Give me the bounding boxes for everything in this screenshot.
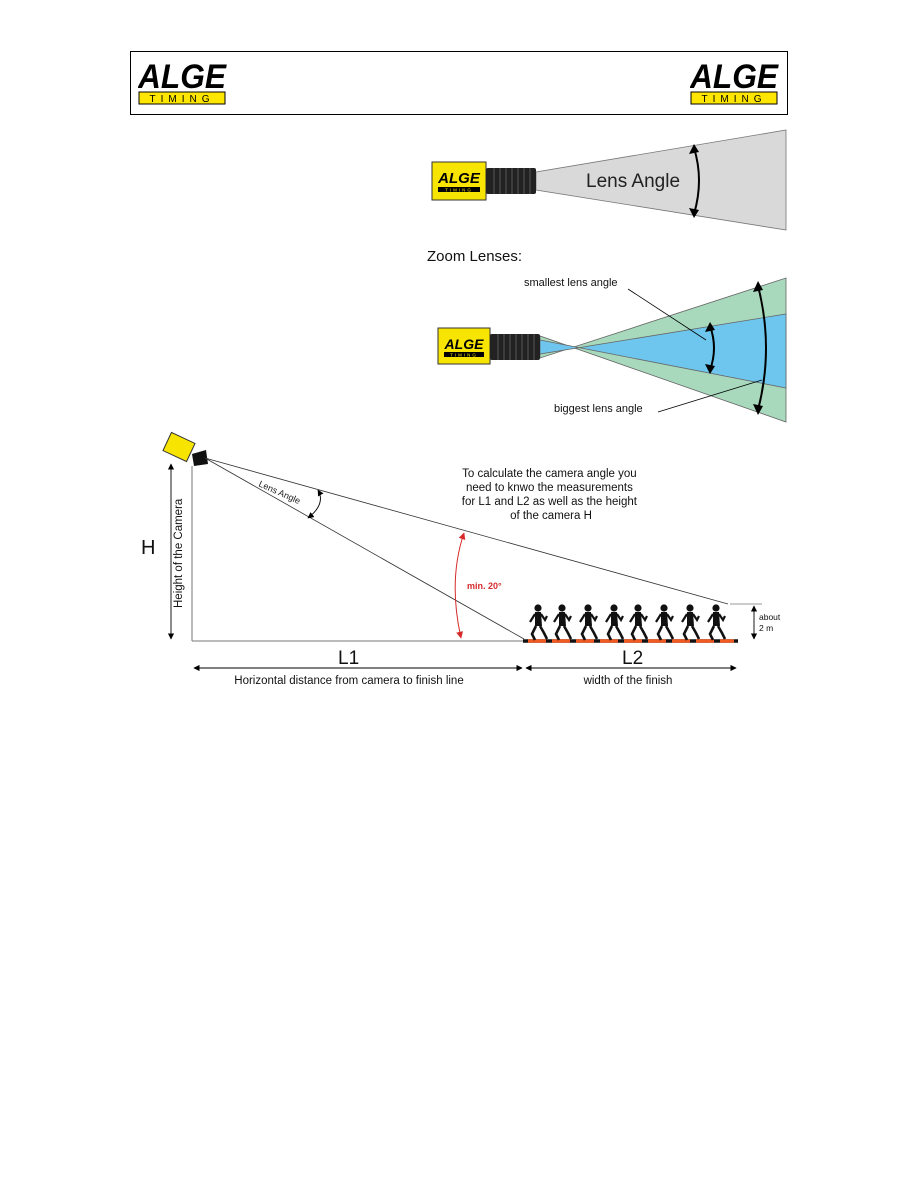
biggest-lens-angle-label: biggest lens angle: [554, 403, 643, 415]
zoom-lenses-heading: Zoom Lenses:: [427, 248, 523, 265]
h-label: H: [141, 537, 155, 559]
camera-logo-subtitle: TIMING: [445, 188, 473, 193]
calculation-note: To calculate the camera angle you need t…: [462, 468, 640, 522]
zoom-lens-figure: ALGE TIMING smallest lens angle biggest …: [437, 277, 787, 423]
logo-right-brand: ALGE: [690, 58, 779, 96]
runner-silhouette: [629, 604, 649, 641]
note-line-2: need to knwo the measurements: [466, 482, 633, 494]
note-line-1: To calculate the camera angle you: [462, 468, 637, 480]
zoom-camera-logo-brand: ALGE: [444, 336, 485, 352]
logo-left-brand: ALGE: [138, 58, 227, 96]
lens-angle-arrow: [693, 147, 700, 215]
runner-silhouette: [707, 604, 727, 641]
l2-caption: width of the finish: [583, 675, 673, 687]
l2-label: L2: [622, 648, 643, 669]
l1-label: L1: [338, 648, 359, 669]
min-angle-label: min. 20°: [467, 581, 502, 591]
note-line-4: of the camera H: [510, 510, 592, 522]
camera-setup-figure: Lens Angle min. 20° To calculate the cam…: [141, 431, 781, 687]
runner-silhouette: [553, 604, 573, 641]
runner-silhouette: [655, 604, 675, 641]
height-of-camera-label: Height of the Camera: [173, 498, 185, 608]
two-m-label: 2 m: [759, 623, 773, 633]
runner-silhouette: [579, 604, 599, 641]
camera-logo-brand: ALGE: [437, 170, 481, 187]
lens-angle-arc: [307, 489, 324, 519]
fixed-lens-figure: ALGE TIMING Lens Angle: [431, 129, 787, 231]
logo-left-subtitle: TIMING: [150, 94, 215, 105]
note-line-3: for L1 and L2 as well as the height: [462, 496, 638, 508]
runner-silhouette: [605, 604, 625, 641]
smallest-lens-angle-label: smallest lens angle: [524, 277, 618, 289]
runner-silhouette: [681, 604, 701, 641]
runners-group: [529, 604, 727, 641]
lower-sight-line: [204, 457, 525, 640]
page-header: [130, 51, 788, 115]
header-logo-right: ALGE TIMING: [690, 58, 779, 105]
min-angle-arc: [454, 532, 466, 639]
setup-camera: [162, 431, 208, 466]
l1-caption: Horizontal distance from camera to finis…: [234, 675, 463, 687]
runner-silhouette: [529, 604, 549, 641]
zoom-camera-logo-subtitle: TIMING: [450, 353, 478, 358]
lens-angle-label: Lens Angle: [586, 171, 680, 192]
upper-sight-line: [204, 457, 729, 605]
about-label: about: [759, 612, 781, 622]
biggest-angle-arrow: [757, 285, 767, 411]
logo-right-subtitle: TIMING: [702, 94, 767, 105]
header-logo-left: ALGE TIMING: [138, 58, 227, 105]
